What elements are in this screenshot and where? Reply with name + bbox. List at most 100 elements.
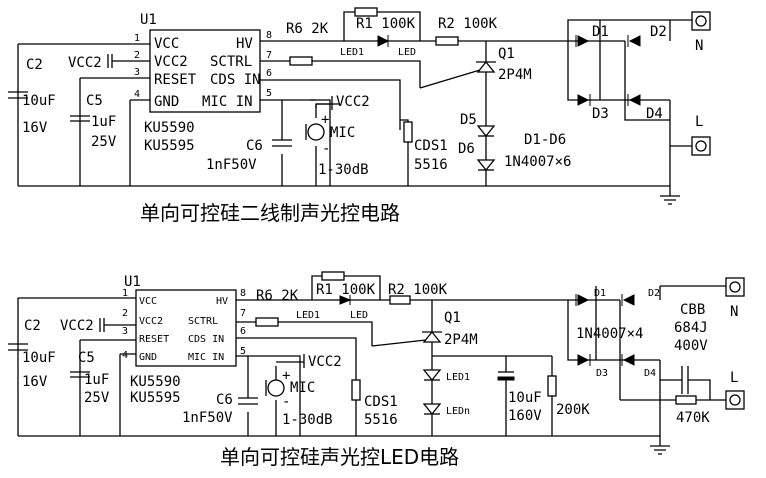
ground-symbol-2 <box>650 436 670 455</box>
led-label-2: LED <box>350 310 368 321</box>
mic-label-2: MIC <box>290 380 315 396</box>
d6-diode <box>476 159 496 172</box>
d6-label: D6 <box>458 141 475 157</box>
q1-part: 2P4M <box>498 67 532 83</box>
ic-pin1-num: 1 <box>134 33 140 44</box>
mic-range-2: 1-30dB <box>282 412 333 428</box>
mic-icon-2 <box>267 379 285 397</box>
c6-capacitor <box>272 139 292 147</box>
terminal-n-label: N <box>695 38 703 54</box>
q1-gate <box>419 61 496 89</box>
ledo1-label: LED1 <box>446 372 470 383</box>
d1-label-2: D1 <box>594 288 606 299</box>
led1-label-2: LED1 <box>296 310 320 321</box>
mic-vcc2-label-2: VCC2 <box>308 354 342 370</box>
ic-part2-2: KU5595 <box>130 390 181 406</box>
r200-label: 200K <box>556 402 590 418</box>
ic2-pin8-name: HV <box>216 296 228 307</box>
d1-diode <box>575 35 590 47</box>
d4-diode-2 <box>621 354 635 366</box>
ic-u1-body-2 <box>135 289 237 367</box>
c5-voltage-2: 25V <box>84 390 110 406</box>
ic2-pin4-name: GND <box>139 352 157 363</box>
c6-value: 1nF50V <box>206 157 257 173</box>
ic-part1-2: KU5590 <box>130 374 181 390</box>
cds-part-2: 5516 <box>364 412 398 428</box>
mic-plus-2: + <box>282 368 290 384</box>
mic-vcc2-label: VCC2 <box>336 94 370 110</box>
d3-label-2: D3 <box>596 368 608 379</box>
c2-voltage: 16V <box>22 120 48 136</box>
mic-minus: - <box>322 141 330 157</box>
c5-capacitor <box>70 115 90 122</box>
cds-part: 5516 <box>414 157 448 173</box>
ic-pin6-name: CDS IN <box>210 72 261 88</box>
ic2-pin7-num: 7 <box>240 308 246 319</box>
cds-label: CDS1 <box>414 138 448 154</box>
c6-label-2: C6 <box>216 392 233 408</box>
cbb-capacitor <box>620 366 726 401</box>
terminal-n <box>691 11 711 31</box>
c2-value-2: 10uF <box>22 350 56 366</box>
r1-loop <box>343 11 421 41</box>
circuit-1: C2 10uF 16V C5 1uF 25V VCC2 U1 1 2 3 4 V… <box>8 7 711 225</box>
cap-value: 10uF <box>508 390 542 406</box>
r2-label: R2 100K <box>438 16 498 32</box>
d5-diode <box>476 125 496 138</box>
terminal-l-2 <box>725 390 745 410</box>
r6-label: R6 2K <box>286 21 329 37</box>
ic-pin6-num: 6 <box>266 68 272 79</box>
mic-label: MIC <box>330 125 355 141</box>
ic2-pin1-name: VCC <box>139 296 157 307</box>
ic-pin8-name: HV <box>236 36 253 52</box>
q1-label: Q1 <box>498 46 515 62</box>
c6-capacitor-2 <box>238 397 258 405</box>
d3-label: D3 <box>592 106 609 122</box>
ic2-pin1-num: 1 <box>122 288 128 299</box>
ic-pin3-name: RESET <box>154 72 197 88</box>
ic2-pin3-name: RESET <box>139 334 169 345</box>
ic-pin4-name: GND <box>154 94 179 110</box>
terminal-l <box>691 136 711 156</box>
cbb-label: CBB <box>680 302 705 318</box>
r1-resistor <box>354 7 378 17</box>
ic2-pin7-name: SCTRL <box>188 316 218 327</box>
d3-diode-2 <box>577 354 591 366</box>
ic-right-wires <box>260 40 421 186</box>
ic-ref-2: U1 <box>124 274 141 290</box>
ic2-pin6-name: CDS IN <box>188 334 224 345</box>
r200-resistor <box>547 375 557 397</box>
ic-pin7-name: SCTRL <box>210 54 252 70</box>
c2-label: C2 <box>26 57 43 73</box>
c5-value: 1uF <box>91 114 116 130</box>
cds-photoresistor <box>403 121 413 143</box>
q1-part-2: 2P4M <box>444 332 478 348</box>
circuit1-title: 单向可控硅二线制声光控电路 <box>140 201 400 225</box>
led1-diode <box>377 35 390 47</box>
led1-diode-2 <box>339 295 352 305</box>
ic2-pin5-name: MIC IN <box>188 352 224 363</box>
d1d6-label: D1-D6 <box>524 132 566 148</box>
ic-pin7-num: 7 <box>266 50 272 61</box>
mic-icon <box>307 123 325 141</box>
r470-resistor <box>675 395 697 405</box>
c2-voltage-2: 16V <box>22 374 48 390</box>
c5-capacitor-2 <box>70 371 90 378</box>
r2-label-2: R2 100K <box>388 282 448 298</box>
ic2-pin3-num: 3 <box>122 326 128 337</box>
c5-label: C5 <box>86 93 103 109</box>
d5-label: D5 <box>460 112 477 128</box>
d1-label: D1 <box>592 24 609 40</box>
vcc2-bar <box>107 54 113 68</box>
ic-pin2-num: 2 <box>134 50 140 61</box>
d2-label: D2 <box>650 24 667 40</box>
ic-part1: KU5590 <box>144 120 195 136</box>
circuit2-title: 单向可控硅声光控LED电路 <box>220 445 459 469</box>
d1-diode-2 <box>575 294 590 306</box>
ic2-pin2-name: VCC2 <box>139 316 163 327</box>
ic2-pin5-num: 5 <box>240 346 246 357</box>
diode-part-label-2: 1N4007×4 <box>576 326 643 342</box>
cds-label-2: CDS1 <box>364 394 398 410</box>
cbb-voltage: 400V <box>674 338 708 354</box>
d2-label-2: D2 <box>648 288 660 299</box>
